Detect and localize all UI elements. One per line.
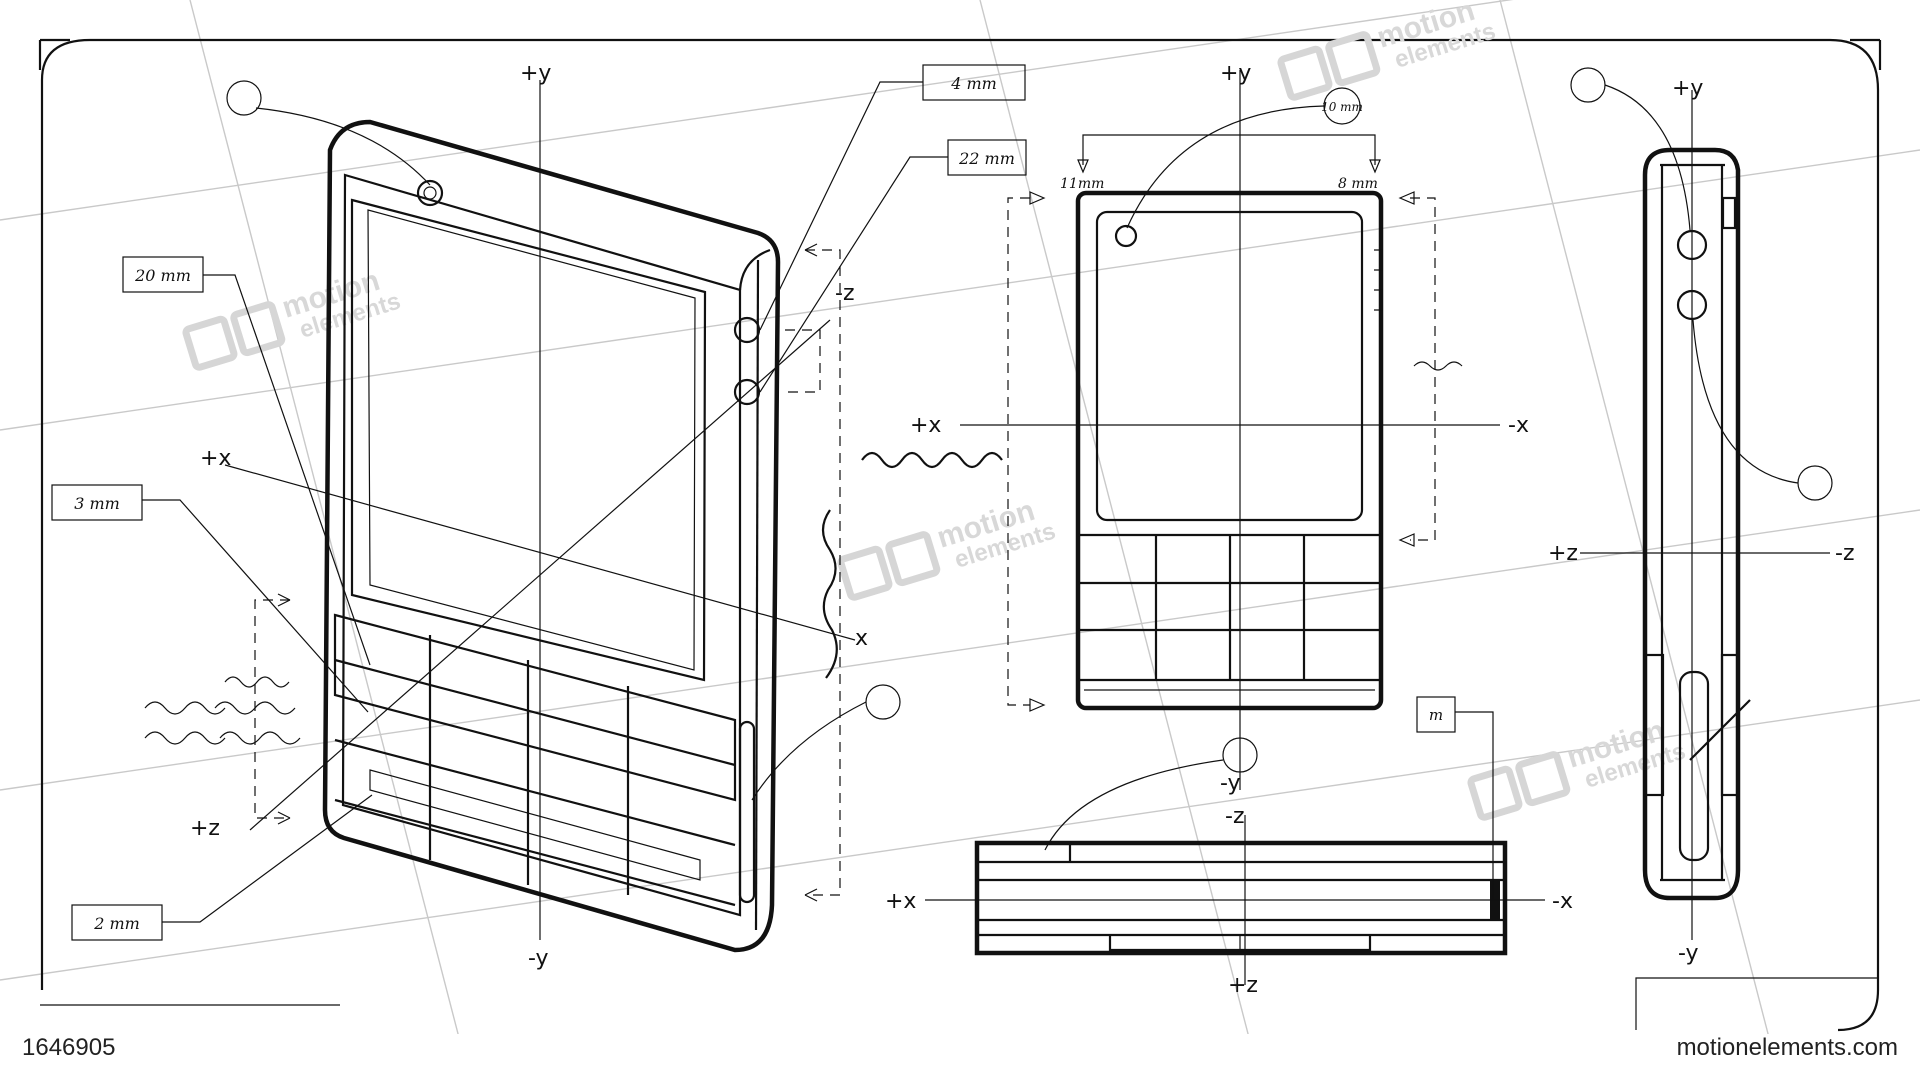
watermark-right: motion elements <box>1467 714 1689 821</box>
callout-left-upper-label: 20 mm <box>134 266 191 285</box>
bottom-axis-minus-x: -x <box>1552 889 1573 914</box>
bottom-axes: -z +z +x -x <box>885 804 1573 998</box>
bottom-phone-view <box>974 840 1508 956</box>
front-axis-plus-x: +x <box>910 413 941 438</box>
bottom-axis-plus-z: +z <box>1228 973 1258 998</box>
iso-volume-up-button <box>733 316 761 344</box>
sheet-border <box>40 38 1880 1032</box>
callout-22-label: 22 mm <box>958 149 1015 168</box>
isometric-axes: +y -y +x x +z -z <box>190 61 868 971</box>
callout-left-mid-label: 3 mm <box>74 494 120 513</box>
front-top-left-dim: 11mm <box>1060 176 1104 192</box>
iso-axis-minus-z: -z <box>835 281 855 306</box>
side-axis-plus-z: +z <box>1548 541 1578 566</box>
side-axes: +y -y +z -z <box>1548 76 1855 966</box>
bottom-axis-minus-z: -z <box>1225 804 1245 829</box>
side-slider <box>1678 670 1710 862</box>
stock-id: 1646905 <box>22 1034 116 1061</box>
iso-axis-x: x <box>855 626 868 651</box>
side-axis-plus-y: +y <box>1672 76 1703 101</box>
front-circle-dim: 10 mm <box>1321 100 1363 114</box>
side-axis-minus-y: -y <box>1678 941 1699 966</box>
bottom-callout-label: m <box>1429 706 1443 724</box>
front-axes: +y -y +x -x <box>910 61 1529 796</box>
front-top-right-dim: 8 mm <box>1338 176 1378 192</box>
footer-strip <box>0 1034 1920 1080</box>
watermark-top: motion elements <box>1277 0 1499 101</box>
front-axis-plus-y: +y <box>1220 61 1251 86</box>
front-camera <box>1114 224 1138 248</box>
front-axis-minus-y: -y <box>1220 771 1241 796</box>
watermark-left: motion elements <box>182 264 404 371</box>
front-dimensions: 11mm 8 mm 10 mm <box>861 87 1463 712</box>
iso-axis-plus-y: +y <box>520 61 551 86</box>
side-top-button <box>1721 196 1737 230</box>
bottom-axis-plus-x: +x <box>885 889 916 914</box>
callout-left-lower-label: 2 mm <box>93 914 140 933</box>
front-axis-minus-x: -x <box>1508 413 1529 438</box>
watermark-center: motion elements <box>837 494 1059 601</box>
side-callouts <box>1570 67 1833 761</box>
bottom-callouts: m <box>1044 696 1494 900</box>
iso-volume-down-button <box>733 378 761 406</box>
iso-axis-plus-z: +z <box>190 816 220 841</box>
iso-keypad <box>333 613 737 907</box>
iso-axis-plus-x: +x <box>200 446 231 471</box>
iso-callouts: 4 mm 22 mm 20 mm 3 mm 2 mm <box>51 64 1027 941</box>
front-screen <box>1095 210 1364 522</box>
iso-side-slider <box>738 720 756 904</box>
iso-axis-minus-y: -y <box>528 946 549 971</box>
callout-top-right-label: 4 mm <box>950 74 997 93</box>
site-url[interactable]: motionelements.com <box>1676 1034 1898 1061</box>
iso-dimensions <box>254 243 841 902</box>
isometric-phone-view <box>322 119 781 953</box>
side-axis-minus-z: -z <box>1835 541 1855 566</box>
front-phone-view <box>1075 190 1384 711</box>
front-keypad <box>1078 533 1381 691</box>
iso-camera <box>416 179 444 207</box>
